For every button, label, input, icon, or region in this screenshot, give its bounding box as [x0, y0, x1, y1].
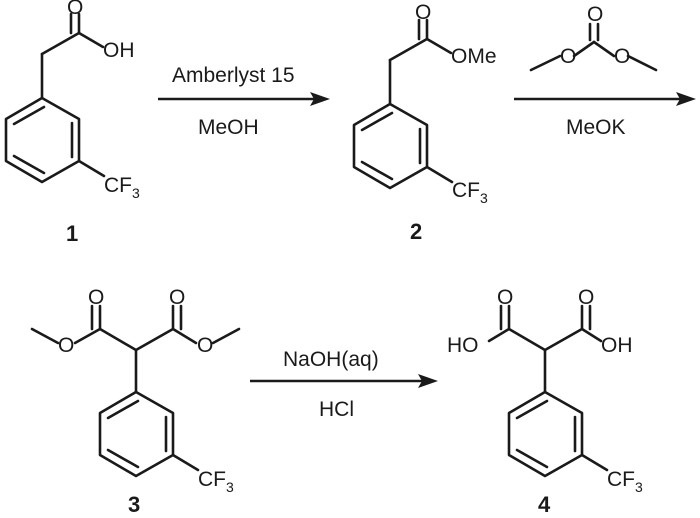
- trifluoromethyl-label: CF3: [607, 468, 643, 495]
- left-carbonyl-oxygen-label: O: [88, 286, 104, 309]
- compound-2-bonds: [352, 18, 454, 190]
- compound-1-bonds: [4, 12, 106, 184]
- compound-2: O OMe CF3 2: [352, 1, 497, 244]
- methoxy-label: OMe: [451, 45, 497, 68]
- trifluoromethyl-label: CF3: [104, 174, 140, 201]
- hydrolysis-reagent-label: NaOH(aq): [283, 348, 379, 371]
- hydroxyl-label: OH: [103, 39, 135, 62]
- compound-number: 4: [538, 492, 551, 517]
- compound-number: 3: [128, 492, 140, 517]
- right-carbonyl-oxygen-label: O: [578, 286, 594, 309]
- reaction-arrow-3: NaOH(aq) HCl: [250, 348, 438, 421]
- acid-workup-label: HCl: [319, 398, 354, 421]
- compound-1: O OH CF3 1: [4, 0, 140, 246]
- right-carbonyl-oxygen-label: O: [169, 286, 185, 309]
- carbonyl-oxygen-label: O: [67, 0, 83, 19]
- base-label: MeOK: [566, 116, 626, 139]
- compound-4: O O HO OH CF3 4: [447, 286, 643, 517]
- dmc-ether-oxygen-right-label: O: [614, 45, 630, 68]
- right-ester-oxygen-label: O: [197, 334, 213, 357]
- reagent-label: Amberlyst 15: [172, 64, 295, 87]
- trifluoromethyl-label: CF3: [452, 179, 488, 206]
- compound-4-bonds: [487, 304, 609, 478]
- right-hydroxyl-label: OH: [601, 334, 633, 357]
- carbonyl-oxygen-label: O: [415, 1, 431, 24]
- left-ester-oxygen-label: O: [58, 334, 74, 357]
- left-carbonyl-oxygen-label: O: [497, 286, 513, 309]
- compound-number: 2: [410, 219, 422, 244]
- compound-3-bonds: [30, 304, 241, 478]
- reaction-arrow-1: Amberlyst 15 MeOH: [158, 64, 330, 139]
- dmc-ether-oxygen-left-label: O: [560, 45, 576, 68]
- solvent-label: MeOH: [198, 116, 259, 139]
- trifluoromethyl-label: CF3: [198, 468, 234, 495]
- compound-3: O O O O CF3 3: [30, 286, 241, 517]
- reaction-arrow-2: O O O MeOK: [514, 3, 696, 139]
- compound-number: 1: [66, 221, 78, 246]
- left-hydroxyl-label: HO: [447, 334, 479, 357]
- dimethyl-carbonate-structure: O O O: [529, 3, 658, 72]
- dmc-carbonyl-oxygen-label: O: [587, 3, 603, 26]
